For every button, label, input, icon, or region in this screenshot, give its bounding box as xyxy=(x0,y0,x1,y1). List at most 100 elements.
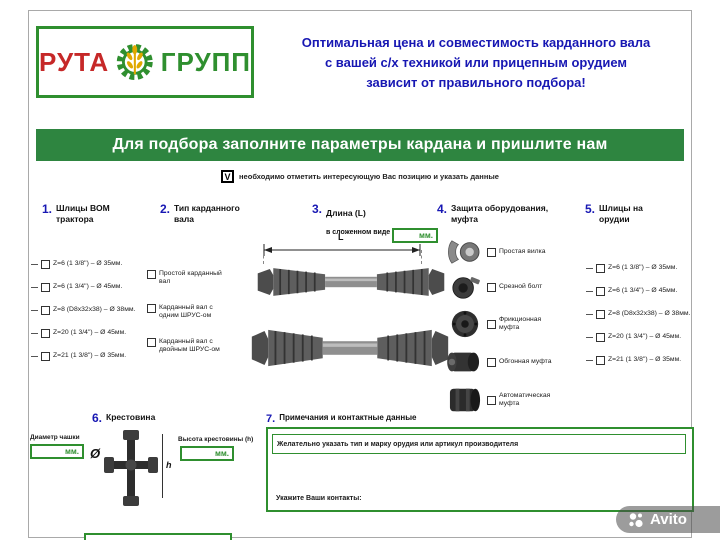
checkbox[interactable] xyxy=(41,306,50,315)
checkbox[interactable] xyxy=(596,333,605,342)
section-7-title: Примечания и контактные данные xyxy=(279,413,417,422)
section-5-number: 5. xyxy=(585,202,596,216)
dash-mark xyxy=(31,286,38,289)
notes-writing-area[interactable]: Желательно указать тип и марку орудия ил… xyxy=(266,427,694,512)
checkbox[interactable] xyxy=(41,283,50,292)
checkbox[interactable] xyxy=(41,352,50,361)
checkbox[interactable] xyxy=(147,270,156,279)
shaft-type-option-2[interactable]: Карданный вал с одним ШРУС-ом xyxy=(147,303,223,321)
friction-clutch-icon xyxy=(451,310,479,338)
option-label: Автоматическая муфта xyxy=(499,391,551,407)
checkbox[interactable] xyxy=(487,319,496,329)
checkbox[interactable] xyxy=(487,247,496,257)
option-label: Z=20 (1 3/4") – Ø 45мм. xyxy=(53,329,127,337)
section-6-number: 6. xyxy=(92,411,103,425)
option-label: Z=20 (1 3/4") – Ø 45мм. xyxy=(608,333,682,341)
length-dimension-line xyxy=(263,244,421,256)
cross-height-label: Высота крестовины (h) xyxy=(178,436,254,443)
option-label: Срезной болт xyxy=(499,282,543,290)
shaft-type-option-3[interactable]: Карданный вал с двойным ШРУС-ом xyxy=(147,337,223,355)
shaft-type-options: Простой карданный вал Карданный вал с од… xyxy=(147,270,223,355)
dimension-extension-right xyxy=(421,250,422,264)
gear-wheat-icon xyxy=(116,44,153,80)
option-label: Z=6 (1 3/8") – Ø 35мм. xyxy=(608,264,678,272)
checkbox[interactable] xyxy=(41,260,50,269)
option-label: Простая вилка xyxy=(499,247,546,255)
cardan-shaft-photo-2 xyxy=(250,314,450,382)
dash-mark xyxy=(31,332,38,335)
tool-spline-option-4[interactable]: Z=20 (1 3/4") – Ø 45мм. xyxy=(586,333,690,342)
checkbox[interactable] xyxy=(147,303,156,313)
checkbox[interactable] xyxy=(487,395,496,405)
checkbox[interactable] xyxy=(596,264,605,273)
section-4-header: 4. Защита оборудования, муфта xyxy=(437,203,567,224)
company-logo: РУТА ГРУПП xyxy=(36,26,254,98)
cross-height-input[interactable]: мм. xyxy=(180,446,234,461)
bom-spline-option-3[interactable]: Z=8 (D8x32x38) – Ø 38мм. xyxy=(31,306,135,315)
dash-mark xyxy=(586,313,593,316)
length-dimension-label: L xyxy=(338,232,344,242)
protection-option-2[interactable]: Срезной болт xyxy=(446,273,555,301)
tool-spline-options: Z=6 (1 3/8") – Ø 35мм. Z=6 (1 3/4") – Ø … xyxy=(586,264,690,365)
section-3-subtitle: в сложенном виде xyxy=(326,229,391,236)
section-1-title: Шлицы ВОМ трактора xyxy=(56,203,110,224)
cross-journal-photo xyxy=(104,430,158,506)
checkbox[interactable] xyxy=(596,310,605,319)
tool-spline-option-1[interactable]: Z=6 (1 3/8") – Ø 35мм. xyxy=(586,264,690,273)
option-label: Карданный вал с двойным ШРУС-ом xyxy=(159,337,220,354)
cropped-section xyxy=(84,533,232,540)
shaft-type-option-1[interactable]: Простой карданный вал xyxy=(147,270,223,287)
bom-spline-option-1[interactable]: Z=6 (1 3/8") – Ø 35мм. xyxy=(31,260,135,269)
protection-option-4[interactable]: Обгонная муфта xyxy=(446,347,555,377)
section-3-number: 3. xyxy=(312,202,323,216)
checkbox[interactable] xyxy=(596,287,605,296)
tagline-line-3: зависит от правильного подбора! xyxy=(366,75,586,90)
avito-watermark-text: Avito xyxy=(650,511,687,528)
tool-spline-option-5[interactable]: Z=21 (1 3/8") – Ø 35мм. xyxy=(586,356,690,365)
option-label: Z=6 (1 3/8") – Ø 35мм. xyxy=(53,260,123,268)
height-dimension-line xyxy=(162,434,163,498)
checkbox[interactable] xyxy=(41,329,50,338)
section-3-title: Длина (L) xyxy=(326,208,366,218)
option-label: Z=8 (D8x32x38) – Ø 38мм. xyxy=(53,306,136,314)
dash-mark xyxy=(586,290,593,293)
cup-diameter-label: Диаметр чашки xyxy=(30,434,80,441)
protection-option-3[interactable]: Фрикционная муфта xyxy=(446,308,555,340)
bom-spline-option-2[interactable]: Z=6 (1 3/4") – Ø 45мм. xyxy=(31,283,135,292)
checkbox[interactable] xyxy=(487,357,496,367)
note-row: V необходимо отметить интересующую Вас п… xyxy=(0,170,720,183)
protection-options: Простая вилка Срезной болт Фрикционная м… xyxy=(446,238,555,416)
protection-option-5[interactable]: Автоматическая муфта xyxy=(446,384,555,416)
dash-mark xyxy=(586,359,593,362)
dash-mark xyxy=(31,355,38,358)
overrunning-clutch-icon xyxy=(447,352,480,372)
bom-spline-option-4[interactable]: Z=20 (1 3/4") – Ø 45мм. xyxy=(31,329,135,338)
dash-mark xyxy=(586,267,593,270)
plain-yoke-icon xyxy=(448,240,480,264)
option-label: Простой карданный вал xyxy=(159,270,222,286)
bom-spline-option-5[interactable]: Z=21 (1 3/8") – Ø 35мм. xyxy=(31,352,135,361)
notes-hint-box: Желательно указать тип и марку орудия ил… xyxy=(272,434,686,454)
shear-bolt-icon xyxy=(452,277,480,299)
tool-spline-option-2[interactable]: Z=6 (1 3/4") – Ø 45мм. xyxy=(586,287,690,296)
section-2-number: 2. xyxy=(160,202,171,216)
avito-logo-icon xyxy=(629,512,643,527)
protection-option-1[interactable]: Простая вилка xyxy=(446,238,555,266)
section-7-number: 7. xyxy=(266,413,276,425)
option-label: Z=21 (1 3/8") – Ø 35мм. xyxy=(53,352,127,360)
diameter-symbol: Ø xyxy=(90,446,101,461)
option-label: Z=6 (1 3/4") – Ø 45мм. xyxy=(53,283,123,291)
checkbox[interactable] xyxy=(487,282,496,292)
section-4-title: Защита оборудования, муфта xyxy=(451,203,549,224)
tool-spline-option-3[interactable]: Z=8 (D8x32x38) – Ø 38мм. xyxy=(586,310,690,319)
length-input[interactable]: мм. xyxy=(392,228,438,243)
height-symbol: h xyxy=(166,460,172,470)
option-label: Фрикционная муфта xyxy=(499,315,542,331)
checkbox[interactable] xyxy=(147,337,156,347)
cup-diameter-input[interactable]: мм. xyxy=(30,444,84,459)
dash-mark xyxy=(31,309,38,312)
checkbox[interactable] xyxy=(596,356,605,365)
avito-watermark: Avito xyxy=(616,506,720,533)
dash-mark xyxy=(586,336,593,339)
